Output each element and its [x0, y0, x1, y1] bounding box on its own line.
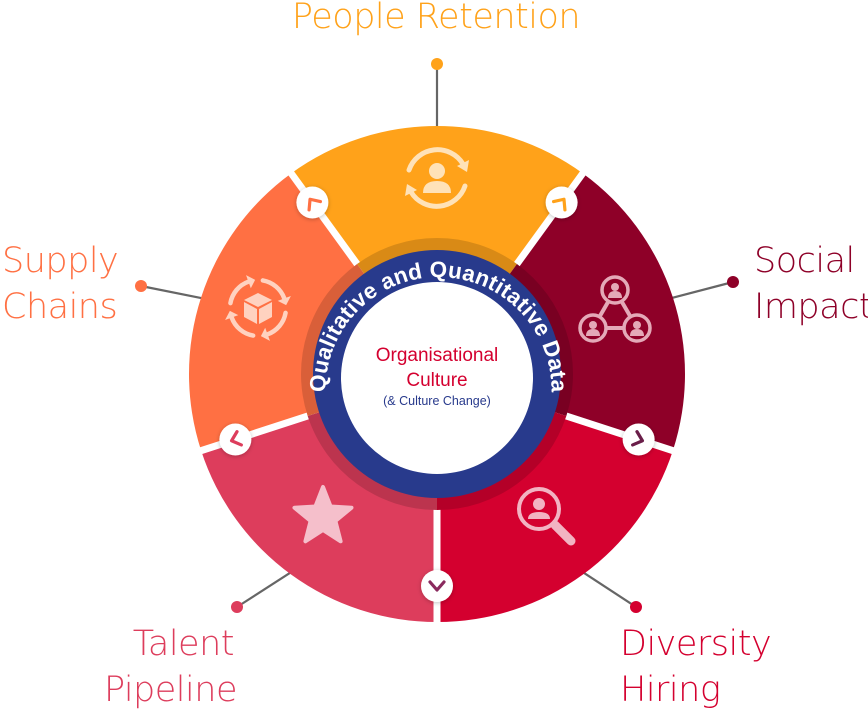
- label-diversity-hiring-line1: Diversity: [620, 624, 772, 664]
- halo-people-retention: [357, 238, 517, 277]
- connector-dot-supply-chains: [135, 280, 147, 292]
- label-supply-chains-line1: Supply: [2, 241, 119, 281]
- halo-talent-pipeline: [307, 411, 437, 510]
- connector-social-impact: [666, 280, 734, 301]
- label-supply-chains-line2: Chains: [2, 287, 118, 327]
- connector-diversity-hiring: [578, 568, 637, 608]
- label-diversity-hiring: Diversity Hiring: [620, 621, 772, 713]
- chevron-badge: [622, 423, 655, 456]
- center-title-line1: Organisational: [376, 345, 499, 366]
- label-people-retention-line1: People Retention: [291, 0, 581, 37]
- center-disc: [341, 282, 533, 474]
- segment-chevrons: [219, 186, 655, 602]
- label-social-impact-line2: Impact: [754, 287, 868, 327]
- chevron-icon: [551, 197, 567, 212]
- connector-dot-people-retention: [431, 58, 443, 70]
- label-talent-pipeline-line1: Talent: [132, 624, 235, 664]
- segment-people-retention: [291, 126, 583, 271]
- segment-separators: [196, 168, 678, 626]
- chevron-badge: [296, 186, 329, 219]
- network-people-icon: [578, 275, 652, 343]
- connector-lines: [135, 58, 739, 613]
- connector-dot-diversity-hiring: [630, 601, 642, 613]
- segment-icons: [225, 147, 652, 546]
- center-title-line2: Culture: [406, 370, 467, 391]
- connector-talent-pipeline: [236, 568, 296, 608]
- separator-line: [196, 408, 321, 456]
- separator-line: [553, 408, 678, 456]
- chevron-badge-bg: [545, 186, 578, 219]
- segment-supply-chains: [188, 173, 362, 451]
- label-people-retention: People Retention: [0, 0, 868, 40]
- person-search-icon: [517, 487, 576, 546]
- connector-supply-chains: [140, 284, 208, 301]
- chevron-badge-bg: [219, 423, 252, 456]
- center-subtitle: (& Culture Change): [383, 394, 491, 408]
- halo-diversity-hiring: [437, 411, 567, 510]
- label-talent-pipeline: Talent Pipeline: [104, 621, 237, 713]
- label-supply-chains: Supply Chains: [2, 238, 119, 330]
- chevron-badge-bg: [421, 570, 453, 602]
- chevron-icon: [631, 430, 645, 447]
- connector-dot-talent-pipeline: [231, 601, 243, 613]
- segment-social-impact: [512, 173, 685, 451]
- chevron-badge: [545, 186, 578, 219]
- chevron-icon: [428, 580, 446, 592]
- chevron-badge: [219, 423, 252, 456]
- separator-line: [286, 168, 367, 276]
- star-icon: [292, 485, 354, 544]
- box-cycle-icon: [225, 275, 291, 341]
- chevron-badge-bg: [622, 423, 655, 456]
- person-cycle-icon: [405, 147, 469, 209]
- chevron-icon: [229, 430, 243, 447]
- chevron-badge-bg: [296, 186, 329, 219]
- label-diversity-hiring-line2: Hiring: [620, 670, 721, 710]
- chevron-icon: [307, 197, 323, 212]
- chevron-badge: [421, 570, 453, 602]
- separator-line: [507, 168, 588, 276]
- label-social-impact: Social Impact: [754, 238, 868, 330]
- label-talent-pipeline-line2: Pipeline: [104, 670, 237, 710]
- label-social-impact-line1: Social: [754, 241, 855, 281]
- connector-dot-social-impact: [727, 276, 739, 288]
